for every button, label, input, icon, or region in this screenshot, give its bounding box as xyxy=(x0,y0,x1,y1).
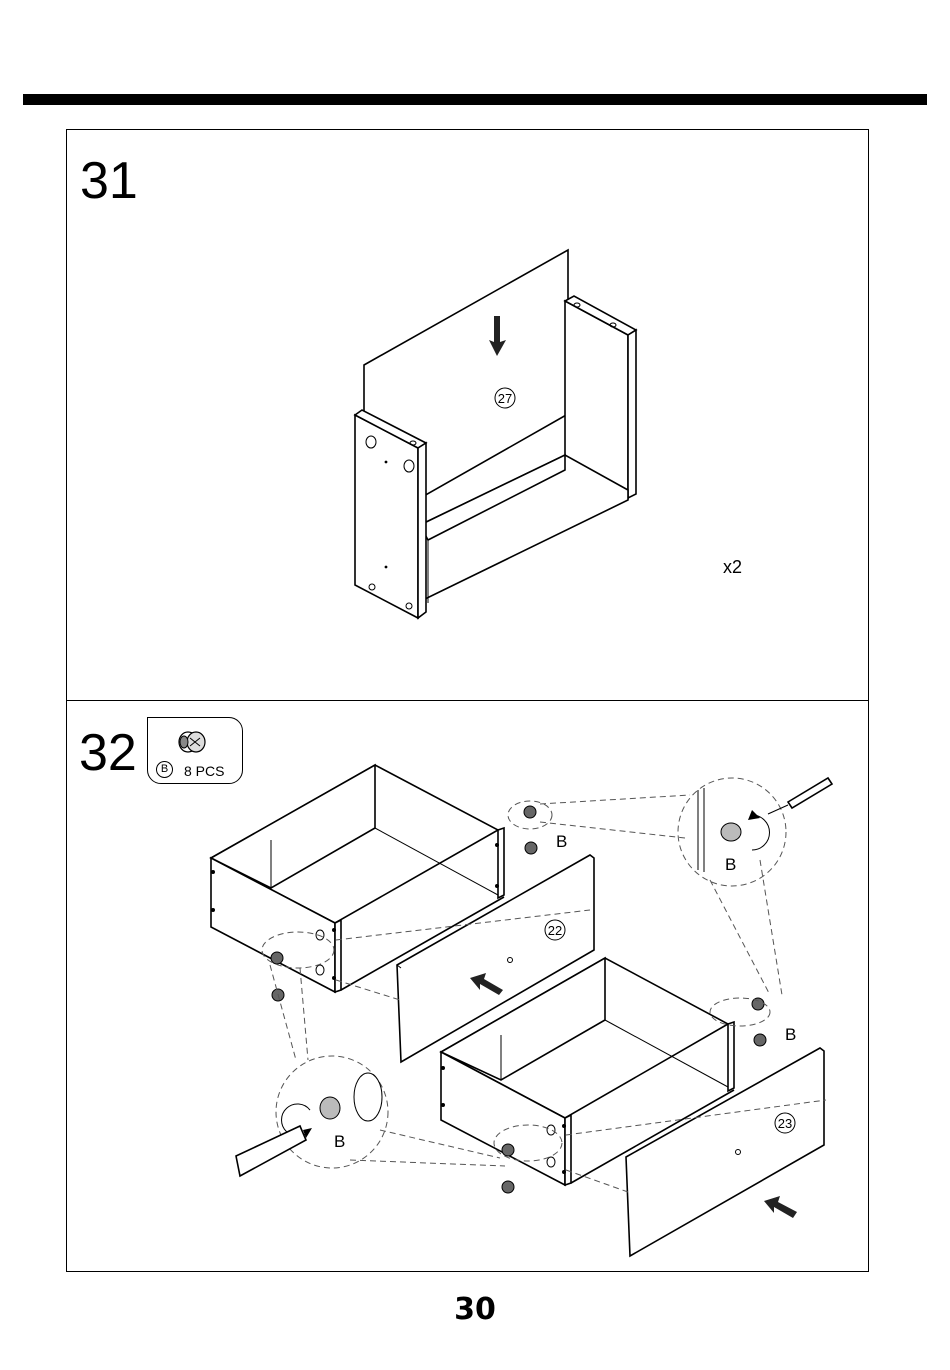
page-number: 30 xyxy=(0,1292,950,1327)
hardware-label-b: B xyxy=(556,832,567,851)
hardware-label-b: B xyxy=(725,855,736,874)
hardware-label-b: B xyxy=(334,1132,345,1151)
screwdriver-icon xyxy=(768,778,832,814)
left-arrow-icon xyxy=(764,1196,797,1218)
panel-number-23: 23 xyxy=(778,1116,792,1131)
panel-number-22: 22 xyxy=(548,923,562,938)
drawer-front-23: 23 xyxy=(626,1048,824,1256)
cabinet-frame-drawing: 27 xyxy=(355,250,636,618)
panel-number-27: 27 xyxy=(498,391,512,406)
screwdriver-icon xyxy=(236,1126,306,1176)
detail-zoom-upper xyxy=(678,778,832,886)
detail-zoom-lower xyxy=(236,1056,388,1176)
hardware-label-b: B xyxy=(785,1025,796,1044)
